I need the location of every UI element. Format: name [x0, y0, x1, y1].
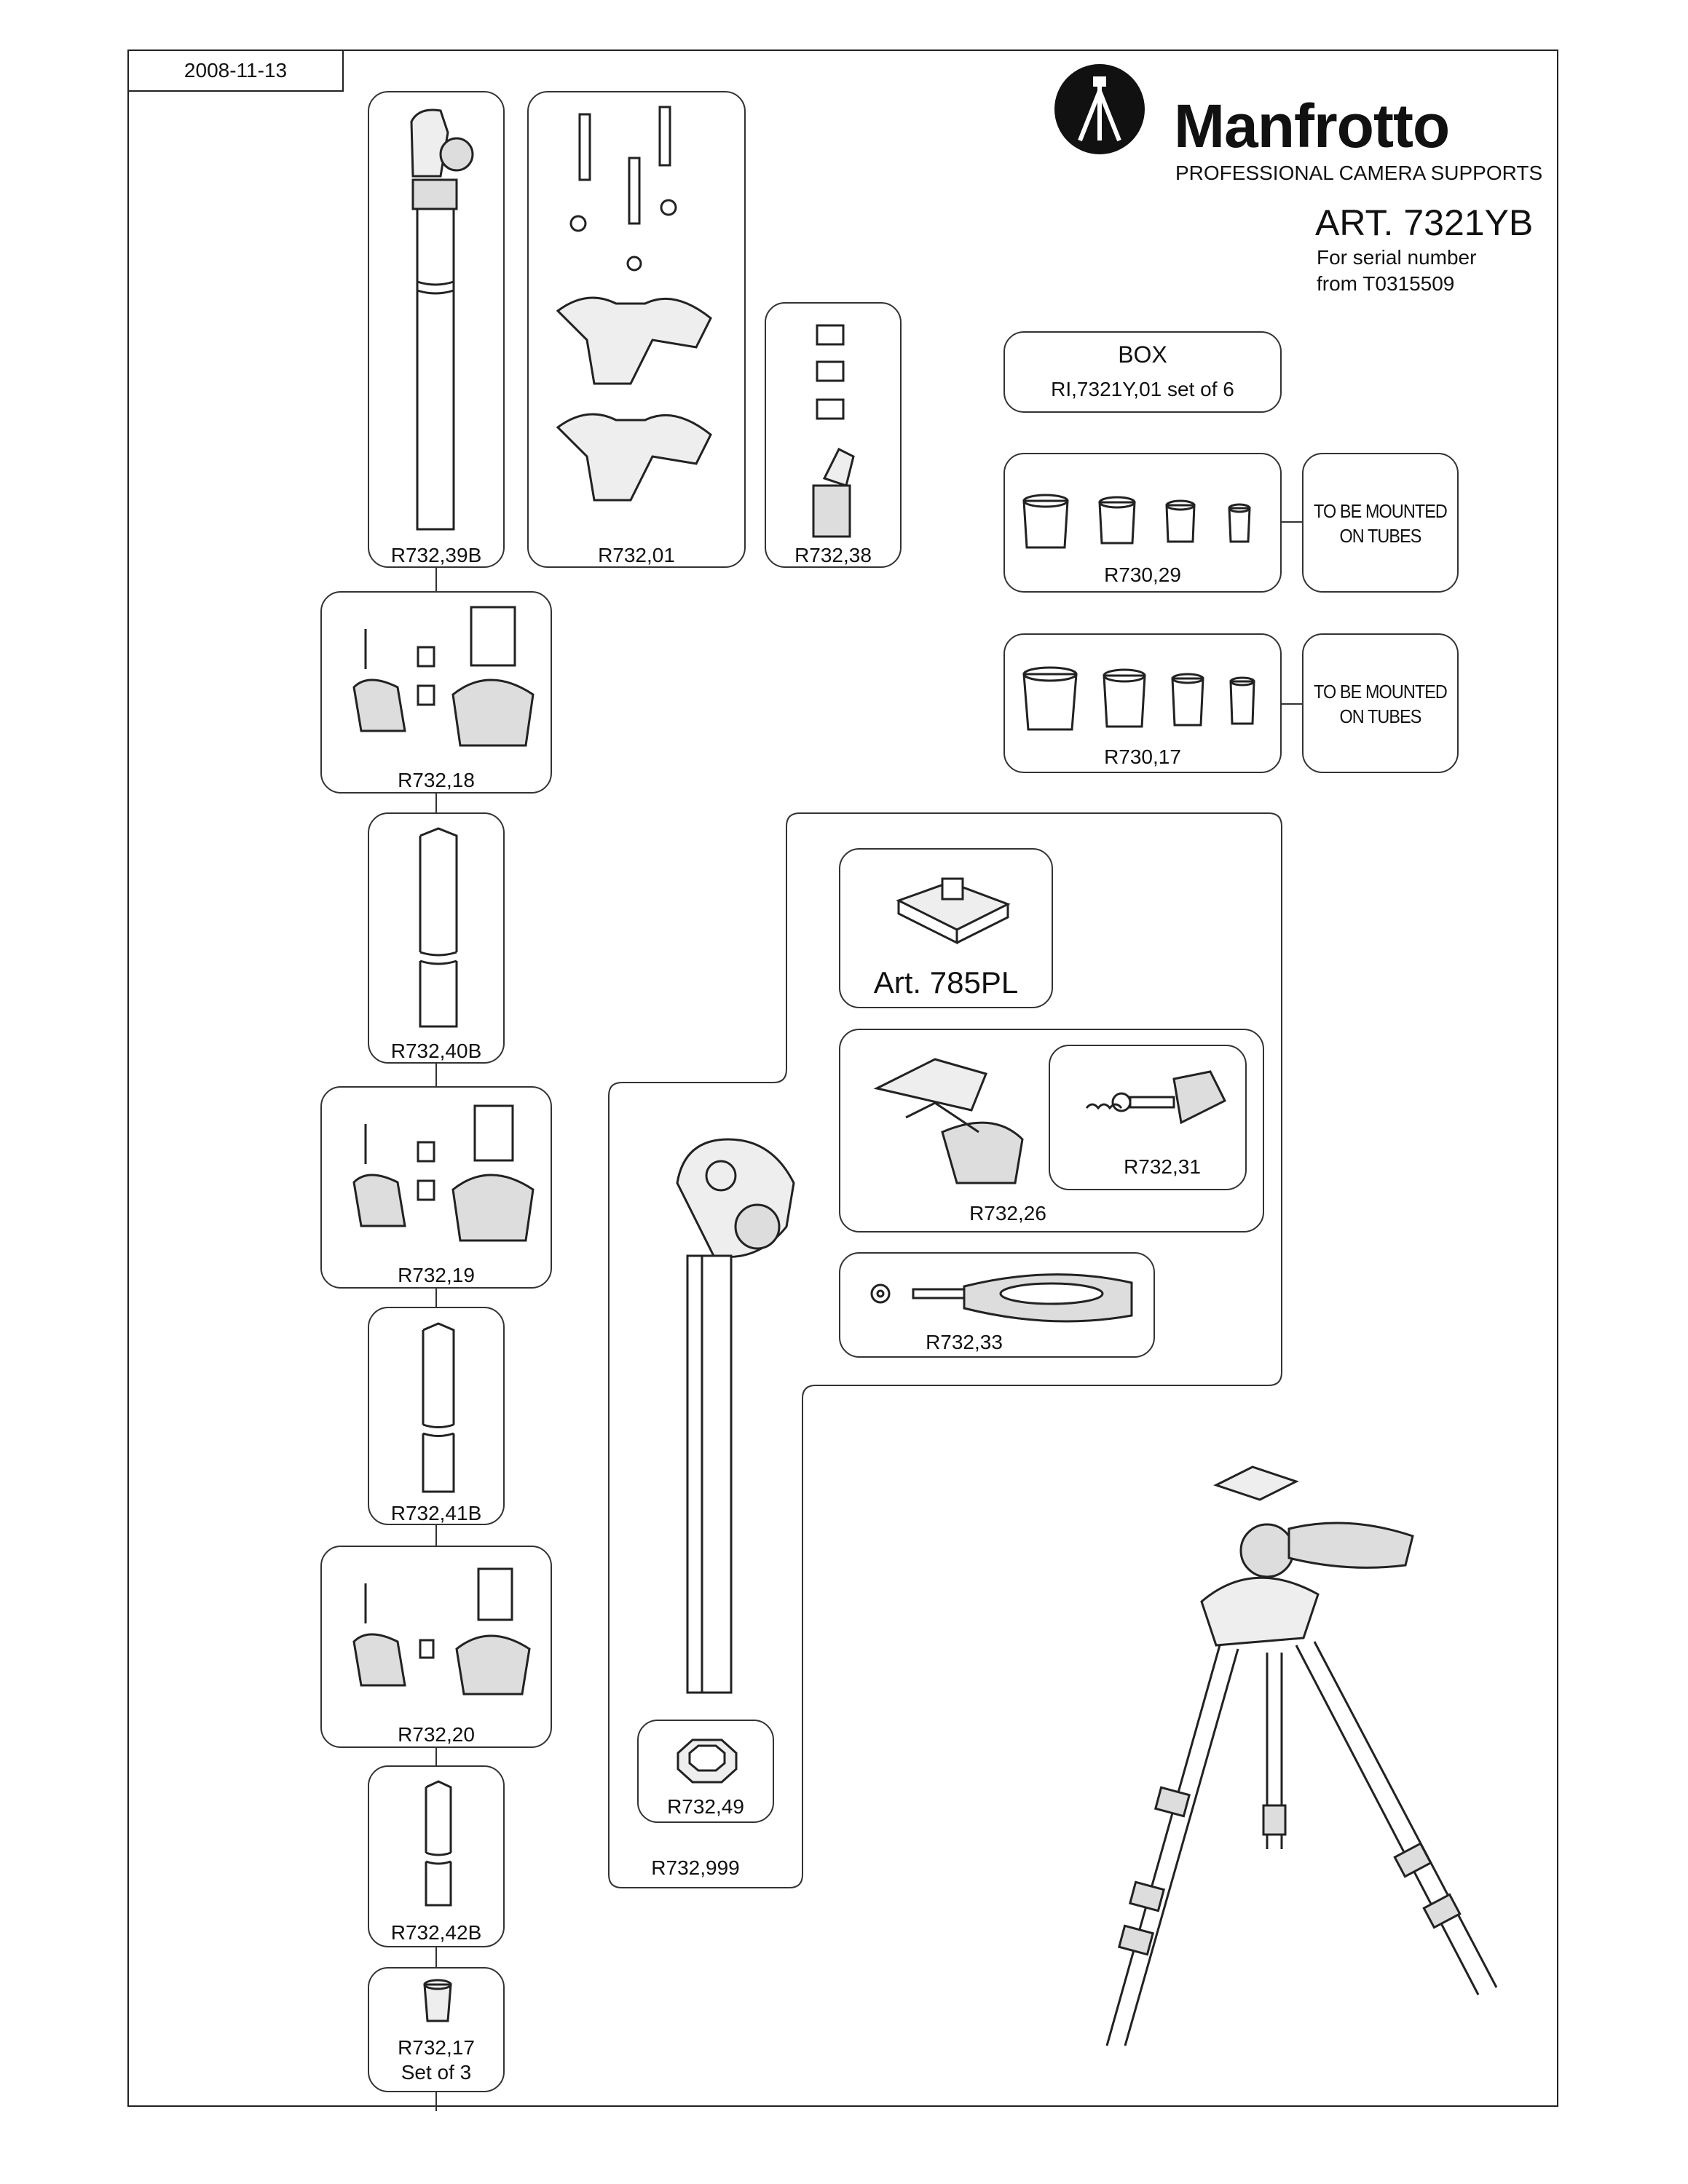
part-r732-19: R732,19: [320, 1086, 552, 1289]
part-label: R732,20: [398, 1723, 475, 1746]
part-label: R730,29: [1104, 563, 1181, 586]
mount-note-line1: TO BE MOUNTED: [1314, 681, 1448, 703]
part-r732-18: R732,18: [320, 591, 552, 794]
part-r730-17: R730,17: [1003, 633, 1282, 773]
part-label: R732,01: [598, 544, 675, 566]
drawing-frame: [127, 50, 1558, 2107]
part-r732-42b: R732,42B: [368, 1765, 505, 1947]
part-r732-17: R732,17 Set of 3: [368, 1967, 505, 2092]
part-label: R732,38: [794, 544, 872, 566]
mount-note-line2: ON TUBES: [1339, 705, 1422, 727]
head-body-icon: [873, 1058, 1024, 1184]
mount-note-line2: ON TUBES: [1339, 525, 1422, 547]
leg-clamp-icon: [352, 1104, 535, 1242]
mount-note-line1: TO BE MOUNTED: [1314, 500, 1448, 522]
serial-line-1: For serial number: [1317, 246, 1477, 269]
part-label: R732,39B: [390, 544, 482, 566]
leg-clamp-icon: [352, 1567, 531, 1696]
part-label: R732,40B: [390, 1040, 482, 1062]
tube-icon: [419, 827, 458, 1028]
mount-note-2: TO BE MOUNTED ON TUBES: [1302, 633, 1459, 773]
tube-icon: [425, 1780, 452, 1907]
lever-set-icon: [812, 324, 855, 538]
part-label-r732-999: R732,999: [651, 1856, 740, 1879]
part-sublabel: Set of 3: [401, 2061, 472, 2084]
leg-clamp-icon: [352, 606, 535, 747]
part-r732-31: R732,31: [1049, 1045, 1247, 1190]
part-label: R732,42B: [390, 1921, 482, 1944]
part-label: R732,41B: [390, 1502, 482, 1524]
part-label: R732,26: [969, 1202, 1046, 1224]
screws-and-spider-icon: [556, 106, 712, 502]
manfrotto-logo-icon: [1054, 64, 1145, 154]
quick-release-plate-icon: [896, 877, 1011, 945]
brand-tagline: PROFESSIONAL CAMERA SUPPORTS: [1175, 162, 1543, 184]
part-label: R732,18: [398, 769, 475, 791]
column-top-icon: [410, 108, 474, 531]
collar-set-icon: [1022, 494, 1251, 549]
head-group-outline: [608, 812, 1282, 1888]
column-bushing-icon: [677, 1738, 738, 1784]
box-title: BOX: [1118, 341, 1167, 368]
article-number: ART. 7321YB: [1315, 202, 1534, 243]
part-r732-41b: R732,41B: [368, 1307, 505, 1525]
tube-icon: [422, 1322, 455, 1493]
part-label: R732,17: [398, 2036, 475, 2059]
part-r732-49: R732,49: [637, 1720, 774, 1823]
part-r732-20: R732,20: [320, 1546, 552, 1748]
tripod-icon: [1105, 1465, 1498, 2046]
part-r732-40b: R732,40B: [368, 812, 505, 1064]
part-label: R730,17: [1104, 745, 1181, 768]
part-r732-01: R732,01: [527, 91, 746, 568]
drawing-date: 2008-11-13: [127, 50, 344, 92]
part-label: R732,49: [667, 1795, 744, 1818]
box-panel: BOX RI,7321Y,01 set of 6: [1003, 331, 1282, 413]
part-r732-38: R732,38: [765, 302, 902, 568]
part-785pl: Art. 785PL: [839, 848, 1053, 1008]
mount-note-1: TO BE MOUNTED ON TUBES: [1302, 453, 1459, 593]
serial-line-2: from T0315509: [1317, 272, 1455, 295]
lock-knob-icon: [1085, 1070, 1227, 1125]
part-r730-29: R730,29: [1003, 453, 1282, 593]
box-subtitle: RI,7321Y,01 set of 6: [1051, 378, 1234, 400]
pan-handle-icon: [870, 1273, 1133, 1323]
part-label: R732,31: [1124, 1155, 1201, 1178]
center-column-with-head-icon: [676, 1138, 795, 1694]
brand-name: Manfrotto: [1174, 92, 1450, 160]
part-label: R732,33: [926, 1331, 1003, 1353]
part-label: Art. 785PL: [873, 965, 1019, 1000]
part-label: R732,19: [398, 1264, 475, 1286]
part-r732-33: R732,33: [839, 1252, 1155, 1358]
collar-set-icon: [1022, 666, 1255, 731]
foot-icon: [423, 1979, 452, 2022]
part-r732-39b: R732,39B: [368, 91, 505, 568]
